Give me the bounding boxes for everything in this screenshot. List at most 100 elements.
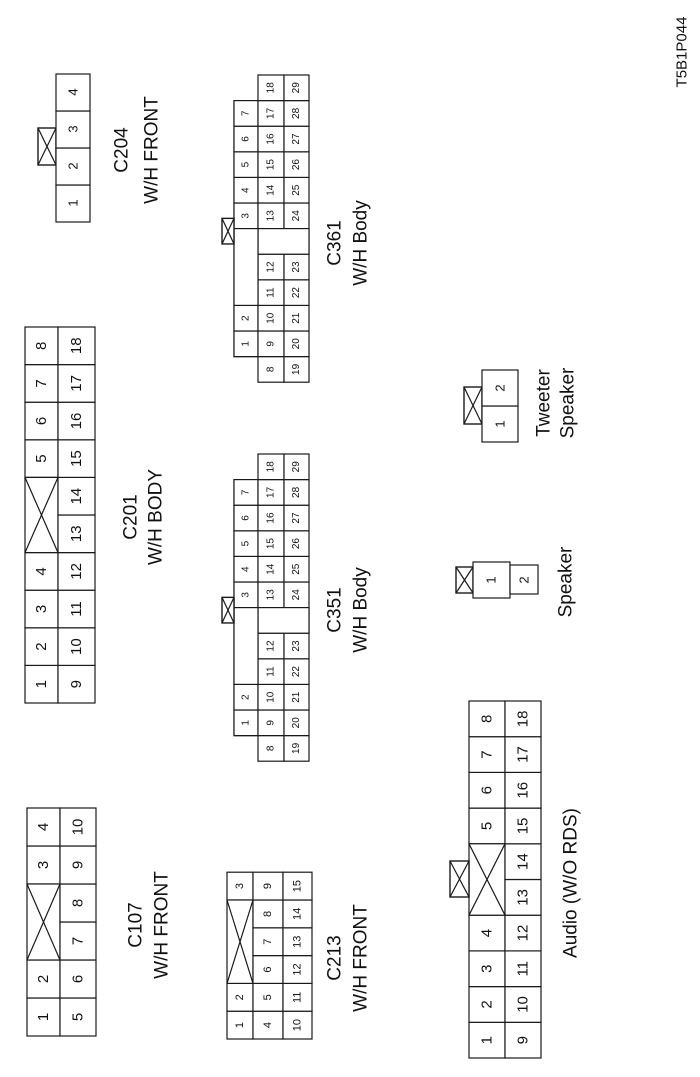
pin: 23 <box>291 640 302 652</box>
pin: 2 <box>241 315 252 321</box>
pin: 27 <box>291 512 302 524</box>
pin: 20 <box>291 717 302 729</box>
connector-name: C213 <box>325 935 346 980</box>
pin-cavity <box>468 914 506 952</box>
harness-name: W/H FRONT <box>142 96 163 204</box>
pin-cavity <box>233 555 259 583</box>
pin-cavity <box>283 504 310 532</box>
pin: 6 <box>262 966 274 972</box>
pin: 1 <box>234 1022 246 1028</box>
pin-cavity <box>57 326 96 366</box>
pin: 5 <box>70 1013 87 1021</box>
blocked-cavity-icon <box>226 899 254 985</box>
pin: 7 <box>241 110 252 116</box>
pin: 21 <box>291 691 302 703</box>
pin-cavity <box>283 125 310 153</box>
pin: 5 <box>262 994 274 1000</box>
pin-cavity <box>504 736 542 774</box>
pin-cavity <box>282 927 313 957</box>
pin-cavity <box>283 356 310 383</box>
pin-cavity <box>257 683 285 711</box>
pin: 2 <box>241 694 252 700</box>
pin: 2 <box>479 1000 496 1008</box>
pin-cavity <box>257 99 285 127</box>
pin: 14 <box>266 563 277 575</box>
pin: 2 <box>33 642 50 650</box>
pin: 4 <box>241 187 252 193</box>
pin: 9 <box>68 680 85 688</box>
pin: 5 <box>241 540 252 546</box>
pin: 9 <box>266 341 277 347</box>
pin: 20 <box>291 338 302 350</box>
pin-cavity <box>57 551 96 591</box>
latch-icon <box>37 127 57 166</box>
connector-speaker: 1 2 Speaker <box>455 546 577 617</box>
connector-name-line2: Speaker <box>558 367 579 438</box>
pin: 2 <box>493 384 508 391</box>
pin-cavity <box>24 589 59 629</box>
pin: 24 <box>291 210 302 222</box>
pin-cavity <box>283 253 310 281</box>
pin: 17 <box>266 107 277 119</box>
blocked-cavity-icon <box>26 883 61 961</box>
pin-cavity <box>282 871 313 901</box>
pin: 1 <box>493 420 508 427</box>
pin: 1 <box>33 680 50 688</box>
pin: 9 <box>515 1036 532 1044</box>
pin: 24 <box>291 589 302 601</box>
pin: 10 <box>70 819 87 836</box>
pin-cavity <box>283 330 310 358</box>
pin: 19 <box>291 742 302 754</box>
connector-name: Audio (W/O RDS) <box>561 808 582 958</box>
blocked-cavity-icon <box>468 843 506 916</box>
harness-name: W/H FRONT <box>152 871 173 979</box>
pin: 15 <box>266 159 277 171</box>
pin: 25 <box>291 184 302 196</box>
pin-cavity <box>226 982 254 1012</box>
pin-cavity <box>257 125 285 153</box>
latch-icon <box>221 217 235 245</box>
latch-icon <box>463 386 483 425</box>
pin-cavity <box>24 627 59 666</box>
pin: 23 <box>291 261 302 273</box>
pin: 6 <box>479 786 496 794</box>
blocked-cavity-icon <box>24 476 59 554</box>
pin-cavity <box>468 771 506 809</box>
pin: 27 <box>291 133 302 145</box>
pin: 16 <box>68 413 85 430</box>
pin-cavity <box>257 176 285 204</box>
pin-cavity <box>24 326 59 366</box>
pin: 28 <box>291 486 302 498</box>
pin: 8 <box>266 745 277 751</box>
pin: 5 <box>241 161 252 167</box>
pin-cavity <box>283 555 310 583</box>
pin: 12 <box>292 963 304 975</box>
pin-cavity <box>252 982 284 1012</box>
pin-cavity <box>283 632 310 660</box>
connector-tweeter-speaker: 1 2 Tweeter Speaker <box>463 367 579 443</box>
pin-cavity <box>504 914 542 952</box>
pin: 12 <box>266 640 277 652</box>
pin-cavity <box>257 530 285 557</box>
pin: 16 <box>266 512 277 524</box>
pin-cavity <box>283 658 310 685</box>
connector-name: C201 <box>121 494 142 539</box>
pin-cavity <box>233 99 259 127</box>
connector-name: Speaker <box>556 546 577 617</box>
pin: 29 <box>291 461 302 473</box>
pin: 6 <box>33 417 50 425</box>
harness-name: W/H BODY <box>146 469 167 565</box>
pin: 7 <box>262 939 274 945</box>
pin: 14 <box>515 853 532 870</box>
pin: 8 <box>266 366 277 372</box>
pin: 8 <box>262 911 274 917</box>
pin: 4 <box>66 88 81 95</box>
pin: 1 <box>66 199 81 206</box>
latch-icon <box>455 566 474 594</box>
pin: 10 <box>292 1019 304 1031</box>
